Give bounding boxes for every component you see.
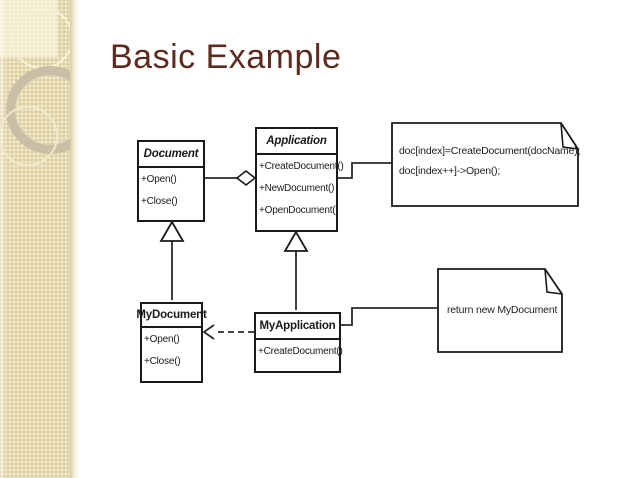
aggregation-diamond-icon — [235, 169, 257, 187]
note-line: return new MyDocument — [447, 304, 558, 316]
sidebar-left-highlight — [0, 0, 4, 478]
note1-shape — [391, 122, 579, 207]
method-item: +Open() — [144, 334, 180, 345]
class-methods-document: +Open() +Close() — [139, 168, 203, 214]
method-item: +NewDocument() — [259, 183, 335, 194]
note2-connector-line — [341, 307, 438, 326]
note-line: doc[index]=CreateDocument(docName); — [399, 145, 581, 157]
class-methods-application: +CreateDocument() +NewDocument() +OpenDo… — [257, 155, 344, 223]
sidebar-circle-outline-bottom — [0, 106, 58, 166]
method-item: +OpenDocument() — [259, 205, 339, 216]
uml-note-return-mydocument: return new MyDocument — [447, 300, 557, 320]
slide-title: Basic Example — [110, 38, 342, 76]
slide-theme-sidebar — [0, 0, 70, 478]
uml-class-myapplication: MyApplication +CreateDocument() — [254, 312, 343, 373]
class-name-myapplication: MyApplication — [256, 314, 339, 340]
method-item: +Open() — [141, 174, 177, 185]
sidebar-edge-gradient — [70, 0, 78, 478]
uml-class-application: Application +CreateDocument() +NewDocume… — [255, 127, 344, 232]
dependency-arrowhead-icon — [202, 324, 215, 340]
method-item: +Close() — [141, 196, 178, 207]
class-name-document: Document — [139, 142, 203, 168]
inheritance-triangle-icon-document — [159, 220, 185, 242]
uml-class-document: Document +Open() +Close() — [137, 140, 205, 222]
uml-note-create-document: doc[index]=CreateDocument(docName); doc[… — [399, 141, 580, 181]
method-item: +CreateDocument() — [258, 346, 343, 357]
method-item: +CreateDocument() — [259, 161, 344, 172]
note1-fold-icon — [560, 122, 579, 150]
method-item: +Close() — [144, 356, 181, 367]
note1-connector-line — [338, 162, 392, 179]
class-methods-myapplication: +CreateDocument() — [256, 340, 343, 364]
inheritance-triangle-icon-application — [283, 230, 309, 252]
class-name-mydocument: MyDocument — [136, 304, 207, 328]
uml-class-mydocument: MyDocument +Open() +Close() — [136, 302, 207, 383]
class-name-application: Application — [257, 129, 336, 155]
note2-fold-icon — [544, 268, 563, 295]
note-line: doc[index++]->Open(); — [399, 165, 501, 177]
class-methods-mydocument: +Open() +Close() — [142, 328, 201, 374]
note2-shape — [437, 268, 563, 353]
